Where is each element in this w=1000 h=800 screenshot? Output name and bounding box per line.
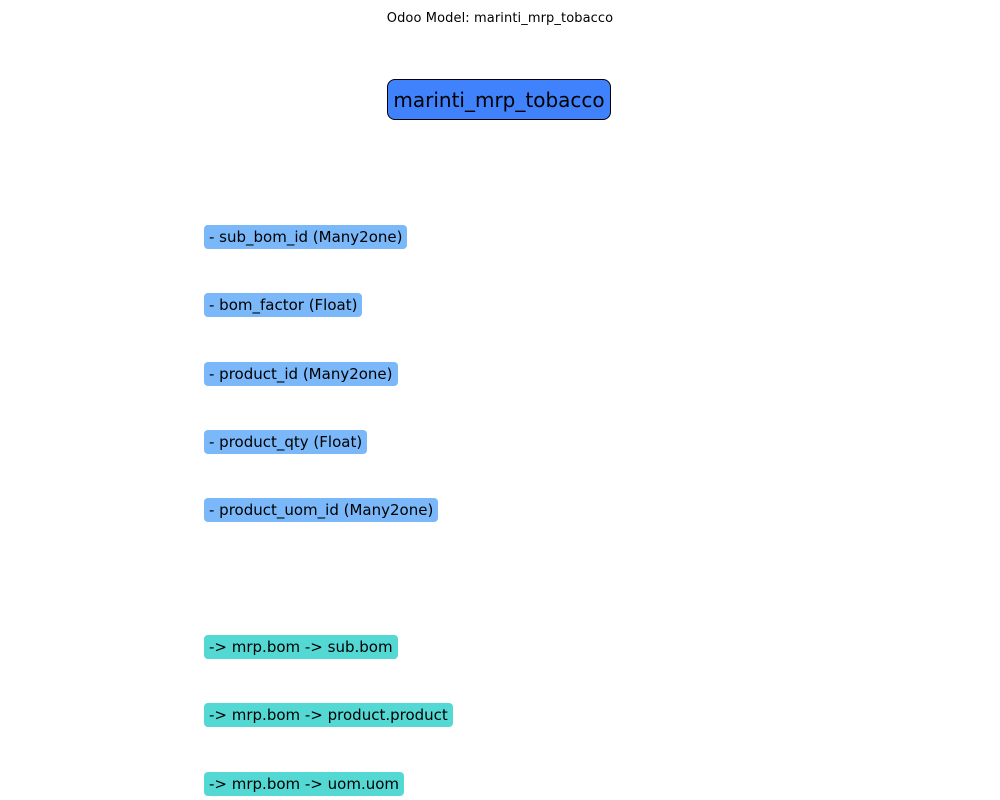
- relation-item-uom-uom: -> mrp.bom -> uom.uom: [204, 772, 405, 796]
- model-node-label: marinti_mrp_tobacco: [393, 87, 605, 112]
- diagram-title: Odoo Model: marinti_mrp_tobacco: [386, 11, 614, 26]
- field-item-product-uom-id: - product_uom_id (Many2one): [204, 498, 439, 522]
- relation-item-product-product: -> mrp.bom -> product.product: [204, 703, 453, 727]
- field-item-bom-factor: - bom_factor (Float): [204, 293, 363, 317]
- field-item-sub-bom-id: - sub_bom_id (Many2one): [204, 225, 408, 249]
- field-item-product-id: - product_id (Many2one): [204, 362, 398, 386]
- field-item-product-qty: - product_qty (Float): [204, 430, 368, 454]
- relation-item-sub-bom: -> mrp.bom -> sub.bom: [204, 635, 398, 659]
- model-node: marinti_mrp_tobacco: [387, 79, 611, 120]
